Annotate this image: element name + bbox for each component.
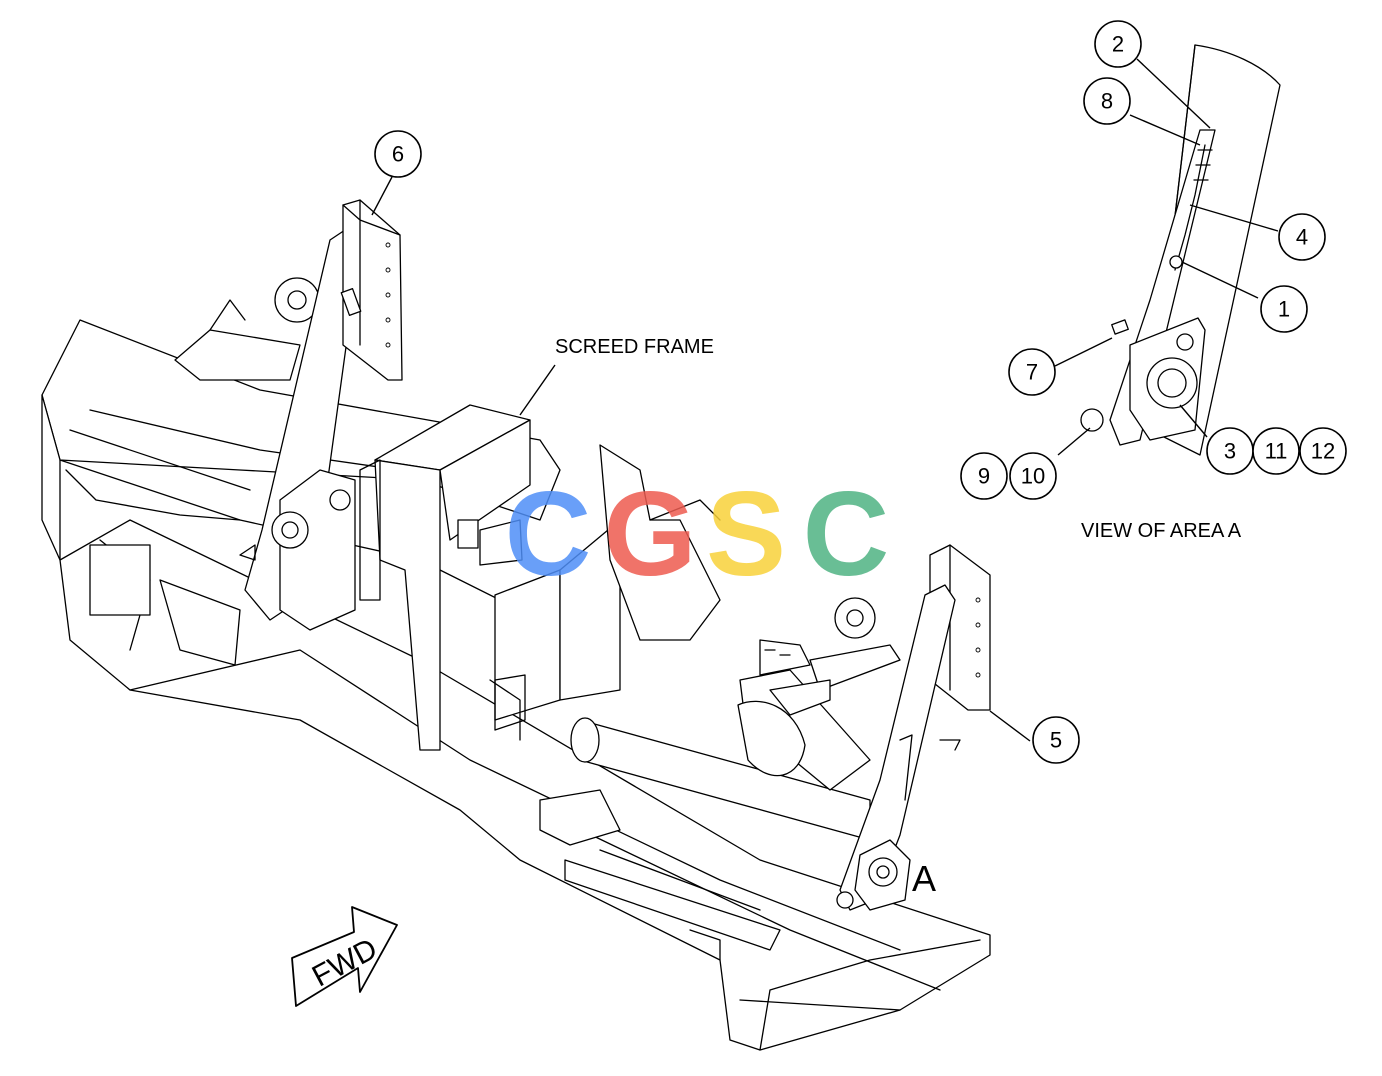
- fwd-arrow: FWD: [291, 906, 398, 1007]
- area-marker: A: [912, 858, 936, 899]
- callout-3: 3: [1206, 427, 1254, 475]
- callout-11: 11: [1252, 427, 1300, 475]
- callout-4: 4: [1278, 213, 1326, 261]
- screed-frame-label: SCREED FRAME: [555, 336, 714, 358]
- watermark-letter-c2: C: [803, 467, 890, 601]
- callout-6: 6: [374, 130, 422, 178]
- callout-10: 10: [1009, 452, 1057, 500]
- callout-8: 8: [1083, 77, 1131, 125]
- svg-text:6: 6: [392, 142, 404, 167]
- callout-12: 12: [1299, 427, 1347, 475]
- svg-text:12: 12: [1311, 439, 1335, 464]
- callout-9: 9: [960, 452, 1008, 500]
- callout-7: 7: [1008, 348, 1056, 396]
- callout-5: 5: [1032, 716, 1080, 764]
- cgsc-watermark: C G S C: [505, 467, 890, 601]
- svg-text:11: 11: [1265, 439, 1288, 464]
- area-a-detail-view: [1080, 44, 1281, 456]
- svg-text:10: 10: [1021, 464, 1045, 489]
- callout-1: 1: [1260, 285, 1308, 333]
- svg-text:2: 2: [1112, 32, 1124, 57]
- main-assembly-drawing: [41, 199, 991, 1051]
- svg-text:4: 4: [1296, 225, 1308, 250]
- callout-2: 2: [1094, 20, 1142, 68]
- svg-text:7: 7: [1026, 360, 1038, 385]
- svg-text:8: 8: [1101, 89, 1113, 114]
- svg-text:3: 3: [1224, 439, 1236, 464]
- leader-lines: [371, 58, 1279, 742]
- svg-text:9: 9: [978, 464, 990, 489]
- watermark-letter-c1: C: [505, 467, 592, 601]
- watermark-letter-s: S: [706, 467, 786, 601]
- view-of-area-label: VIEW OF AREA A: [1081, 520, 1242, 542]
- svg-text:5: 5: [1050, 728, 1062, 753]
- watermark-letter-g: G: [603, 467, 696, 601]
- svg-text:1: 1: [1278, 297, 1290, 322]
